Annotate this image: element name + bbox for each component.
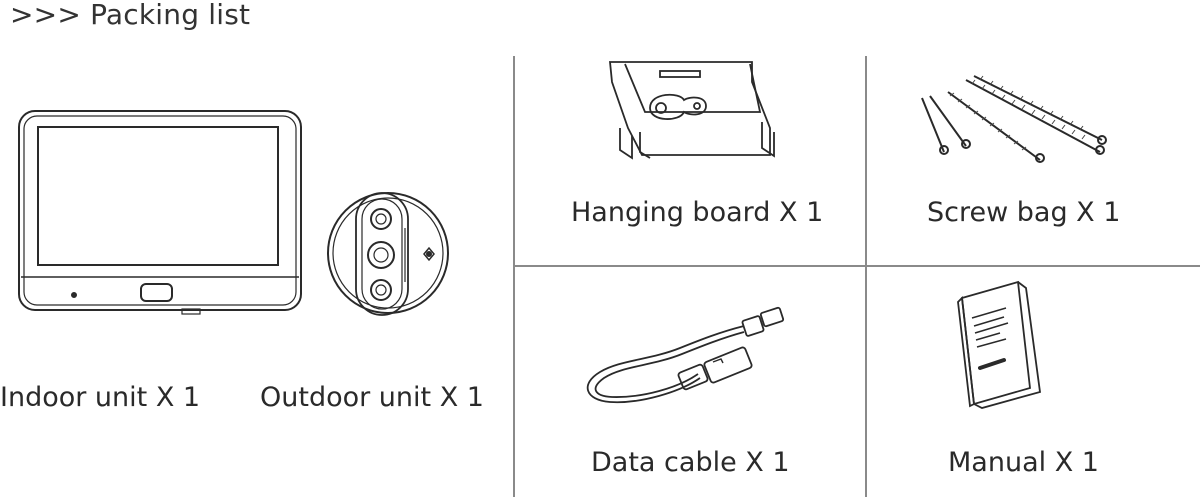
data-cable-label: Data cable X 1	[591, 447, 790, 478]
page-title: >>> Packing list	[10, 0, 251, 31]
indoor-unit-label: Indoor unit X 1	[0, 382, 201, 413]
outdoor-unit-label: Outdoor unit X 1	[260, 382, 484, 413]
data-cable-icon	[586, 306, 785, 404]
screw-bag-icon	[921, 75, 1107, 163]
manual-label: Manual X 1	[948, 447, 1099, 478]
divider-horizontal	[513, 265, 1200, 267]
outdoor-unit-icon	[327, 192, 449, 316]
hanging-board-label: Hanging board X 1	[571, 197, 824, 228]
screw-bag-label: Screw bag X 1	[927, 197, 1121, 228]
divider-vertical-right	[865, 56, 867, 497]
divider-vertical-left	[513, 56, 515, 497]
manual-icon	[957, 280, 1041, 409]
hanging-board-icon	[609, 61, 775, 160]
indoor-unit-icon	[18, 110, 302, 315]
